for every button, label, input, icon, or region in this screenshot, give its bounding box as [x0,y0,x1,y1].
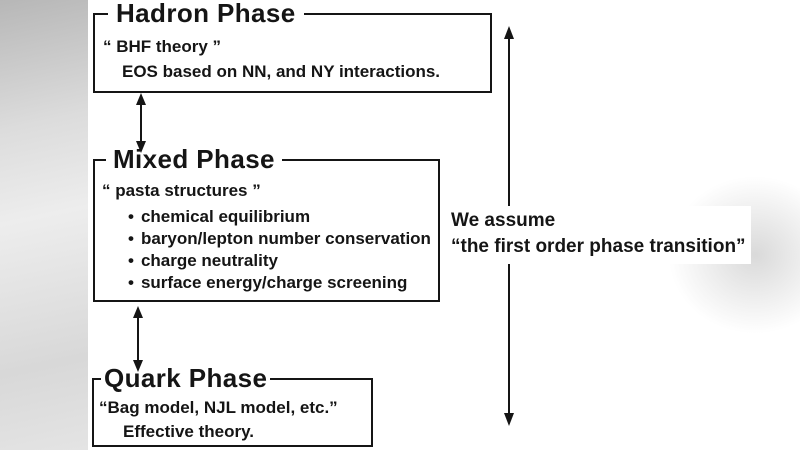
left-edge-gradient [0,0,88,450]
bullet-icon: • [128,251,134,270]
hadron-phase-box: Hadron Phase “ BHF theory ” EOS based on… [93,0,492,93]
quark-models-label: “Bag model, NJL model, etc.” [99,398,338,417]
mixed-conditions-list: • chemical equilibrium • baryon/lepton num… [95,206,438,294]
mixed-phase-box: Mixed Phase “ pasta structures ” • chemic… [93,144,440,302]
list-item-label: charge neutrality [140,251,278,270]
quark-phase-box: Quark Phase “Bag model, NJL model, etc.”… [92,363,373,447]
bullet-icon: • [128,207,134,226]
assumption-note: We assume “the first order phase transit… [446,206,751,264]
mixed-pasta-label: “ pasta structures ” [102,181,261,200]
list-item: • chemical equilibrium [128,206,438,228]
assumption-note-line1: We assume [451,210,556,231]
mixed-quark-double-arrow-icon [133,306,143,372]
hadron-eos-label: EOS based on NN, and NY interactions. [122,62,441,81]
hadron-phase-title: Hadron Phase [108,0,304,29]
bullet-icon: • [128,229,134,248]
list-item: • baryon/lepton number conservation [128,228,438,250]
list-item: • surface energy/charge screening [128,272,438,294]
list-item: • charge neutrality [128,250,438,272]
quark-theory-label: Effective theory. [123,422,255,441]
mixed-phase-title: Mixed Phase [106,144,282,175]
list-item-label: chemical equilibrium [140,207,311,226]
list-item-label: surface energy/charge screening [140,273,408,292]
hadron-theory-label: “ BHF theory ” [103,37,222,56]
bullet-icon: • [128,273,134,292]
list-item-label: baryon/lepton number conservation [140,229,431,248]
quark-phase-title: Quark Phase [101,363,271,394]
assumption-note-line2: “the first order phase transition” [451,236,746,257]
hadron-mixed-double-arrow-icon [136,93,146,153]
